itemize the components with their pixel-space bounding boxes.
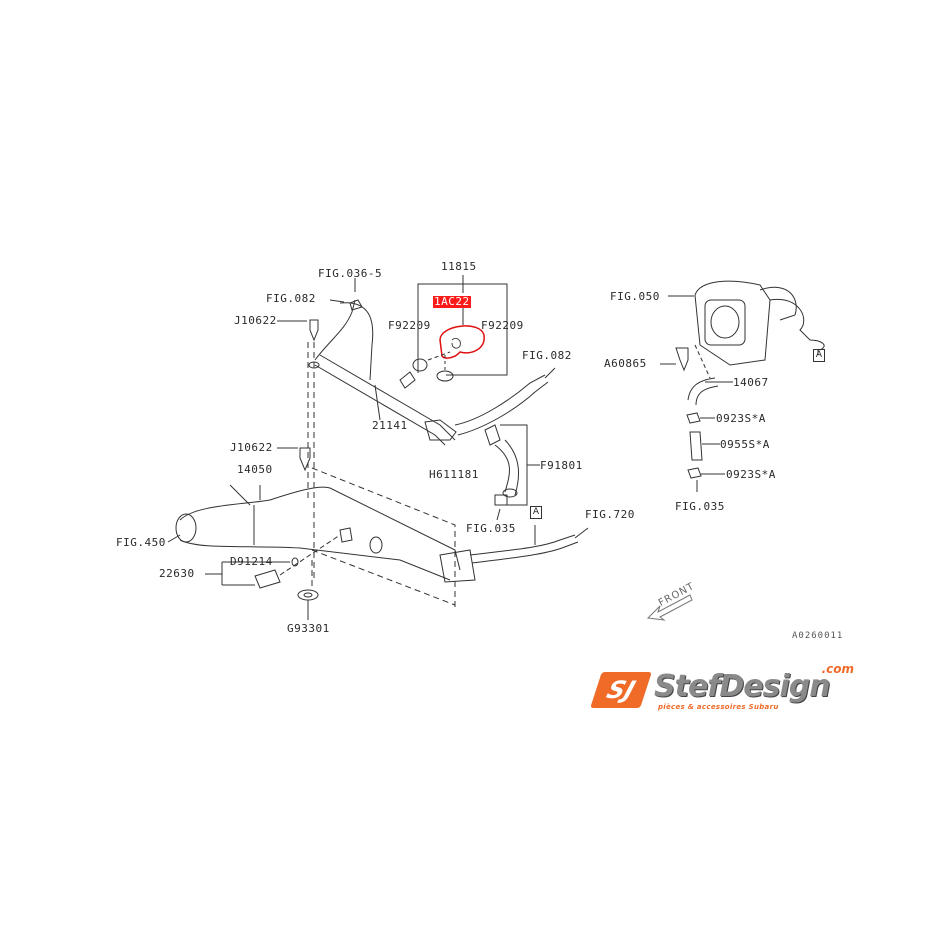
logo-tagline: pièces & accessoires Subaru bbox=[658, 703, 779, 711]
label-f92209-left[interactable]: F92209 bbox=[388, 319, 431, 332]
label-fig082-right[interactable]: FIG.082 bbox=[522, 349, 572, 362]
label-fig050[interactable]: FIG.050 bbox=[610, 290, 660, 303]
label-0923s-a-top[interactable]: 0923S*A bbox=[716, 412, 766, 425]
stefdesign-logo: SJ StefDesign .com pièces & accessoires … bbox=[590, 662, 858, 716]
label-part-14050[interactable]: 14050 bbox=[237, 463, 273, 476]
label-part-21141[interactable]: 21141 bbox=[372, 419, 408, 432]
logo-name: StefDesign bbox=[654, 669, 831, 704]
label-0955s-a[interactable]: 0955S*A bbox=[720, 438, 770, 451]
label-fig036-5[interactable]: FIG.036-5 bbox=[318, 267, 383, 280]
label-j10622-mid[interactable]: J10622 bbox=[230, 441, 273, 454]
label-f92209-right[interactable]: F92209 bbox=[481, 319, 524, 332]
logo-mark: SJ bbox=[590, 672, 652, 708]
label-fig720[interactable]: FIG.720 bbox=[585, 508, 635, 521]
label-fig082-top[interactable]: FIG.082 bbox=[266, 292, 316, 305]
label-highlighted-part-1ac22[interactable]: 1AC22 bbox=[433, 295, 471, 308]
label-d91214[interactable]: D91214 bbox=[230, 555, 273, 568]
label-fig035-right[interactable]: FIG.035 bbox=[675, 500, 725, 513]
label-f91801[interactable]: F91801 bbox=[540, 459, 583, 472]
logo-tld: .com bbox=[821, 662, 854, 676]
label-fig450[interactable]: FIG.450 bbox=[116, 536, 166, 549]
label-h611181[interactable]: H611181 bbox=[429, 468, 479, 481]
label-part-14067[interactable]: 14067 bbox=[733, 376, 769, 389]
reference-box-a-right: A bbox=[813, 349, 825, 362]
label-g93301[interactable]: G93301 bbox=[287, 622, 330, 635]
label-j10622-top[interactable]: J10622 bbox=[234, 314, 277, 327]
label-a60865[interactable]: A60865 bbox=[604, 357, 647, 370]
label-0923s-a-bottom[interactable]: 0923S*A bbox=[726, 468, 776, 481]
reference-box-a-mid: A bbox=[530, 506, 542, 519]
label-part-22630[interactable]: 22630 bbox=[159, 567, 195, 580]
document-id: A0260011 bbox=[792, 631, 844, 641]
label-fig035-mid[interactable]: FIG.035 bbox=[466, 522, 516, 535]
label-part-11815[interactable]: 11815 bbox=[441, 260, 477, 273]
